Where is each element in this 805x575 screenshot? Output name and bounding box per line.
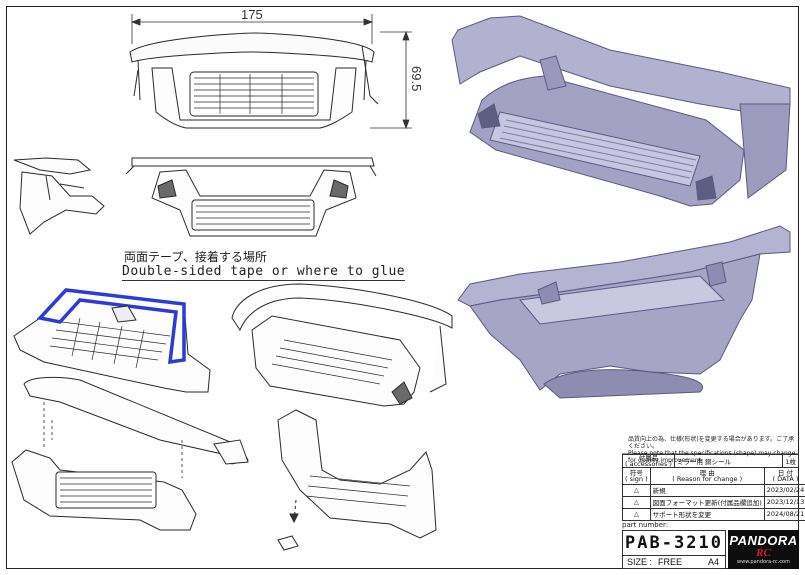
pandora-logo: PANDORA RC www.pandora-rc.com — [728, 530, 799, 569]
part-number: PAB-3210 — [622, 530, 726, 556]
width-dimension-line — [130, 14, 374, 44]
revision-row: △ サポート形状を変更 2024/08/21 — [623, 508, 805, 521]
paper-size: A4 — [707, 557, 719, 567]
height-dimension-line — [370, 30, 412, 130]
exploded-side-drawing — [277, 409, 437, 551]
accessories-item: ミラー用 銅シール — [674, 455, 784, 468]
accessories-qty: 1枚 — [782, 455, 799, 468]
reason-header-en: ( Reason for change ) — [672, 474, 743, 483]
glue-note-english: Double-sided tape or where to glue — [122, 264, 406, 281]
title-block-table: 付属品 ( accessories ) ミラー用 銅シール 1枚 符号 ( si… — [622, 454, 805, 521]
accessories-label-jp: 付属品 — [638, 455, 659, 462]
width-dimension-label: 175 — [241, 7, 263, 22]
revision-row: △ 新規 2023/02/24 — [623, 484, 805, 497]
reason-header-jp: 理 由 — [699, 468, 715, 477]
revision-triangle-icon: △ — [633, 498, 639, 506]
disclaimer-japanese: 品質向上の為、仕様(形状)を変更する場合があります。ご了承ください。 — [628, 436, 795, 450]
revision-date: 2023/02/24 — [764, 484, 805, 497]
top-view-drawing — [125, 157, 377, 237]
size-box: SIZE : FREE A4 — [622, 556, 726, 569]
date-header-en: ( DATA ) — [772, 474, 799, 483]
rendered-view-bottom — [457, 225, 791, 399]
side-view-drawing — [13, 157, 105, 235]
revision-reason: 新規 — [650, 484, 765, 497]
accessories-row: 付属品 ( accessories ) ミラー用 銅シール 1枚 — [623, 455, 799, 468]
front-view-drawing — [129, 32, 379, 129]
size-label: SIZE : — [627, 557, 653, 567]
glue-area-drawing — [13, 288, 211, 393]
sign-header-jp: 符号 — [629, 468, 643, 477]
isometric-view-drawing — [231, 283, 453, 407]
height-dimension-label: 69.5 — [409, 66, 424, 92]
revision-triangle-icon: △ — [633, 510, 639, 518]
revision-triangle-icon: △ — [633, 486, 639, 494]
revision-header-row: 符号 ( sign ) 理 由 ( Reason for change ) 日 … — [623, 468, 805, 485]
logo-url: www.pandora-rc.com — [737, 559, 790, 565]
revision-reason: サポート形状を変更 — [650, 508, 765, 521]
size-value: FREE — [658, 557, 683, 567]
revision-reason: 図面フォーマット更新(付属品欄追加) — [650, 496, 765, 509]
glue-note-japanese: 両面テープ、接着する場所 — [124, 250, 267, 264]
logo-name: PANDORA — [729, 533, 798, 548]
exploded-view-drawing — [11, 376, 249, 531]
revision-row: △ 図面フォーマット更新(付属品欄追加) 2023/12/13 — [623, 496, 805, 509]
part-number-label: part number: — [622, 521, 669, 529]
rendered-view-top — [451, 15, 791, 207]
date-header-jp: 日 付 — [777, 468, 793, 477]
sign-header-en: ( sign ) — [625, 474, 648, 483]
accessories-label-en: ( accessories ) — [625, 460, 672, 468]
revision-date: 2024/08/21 — [764, 508, 805, 521]
revision-date: 2023/12/13 — [764, 496, 805, 509]
logo-sub: RC — [756, 547, 771, 559]
